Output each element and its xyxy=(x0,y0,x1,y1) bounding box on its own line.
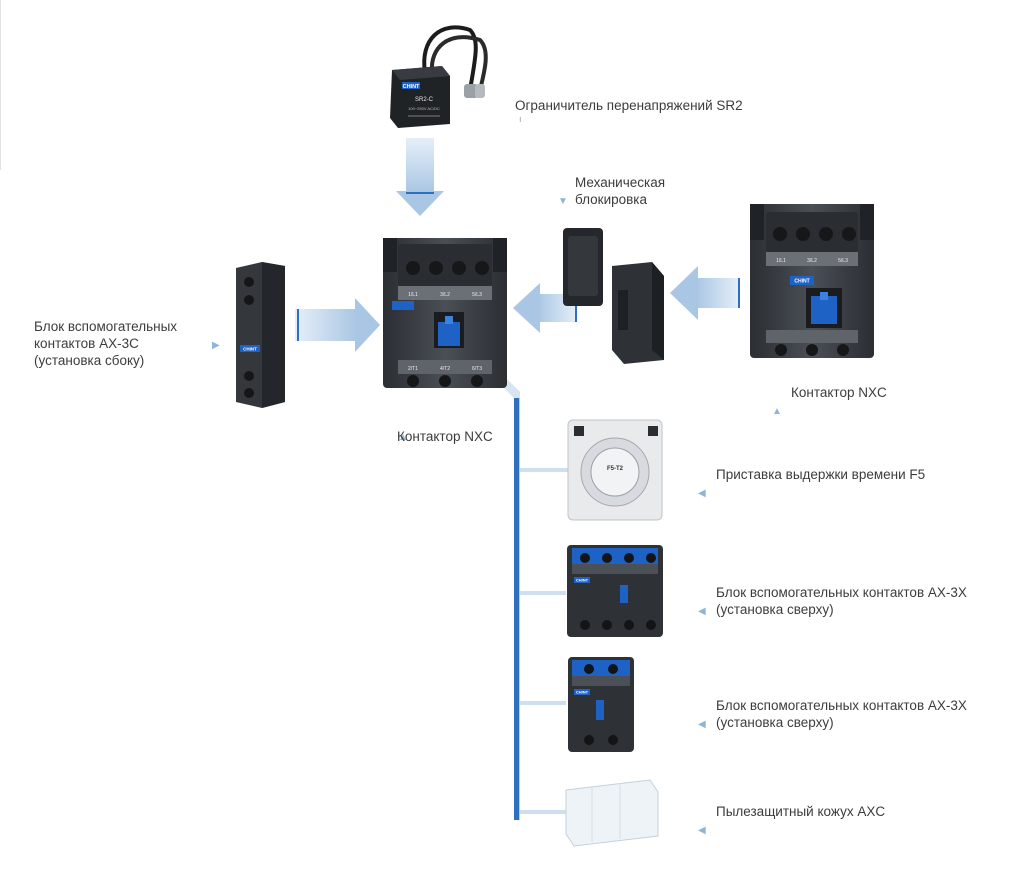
label-aux-top-block-1: Блок вспомогательных контактов AX-3X (ус… xyxy=(716,585,967,617)
label-contactor-center: Контактор NXC xyxy=(397,429,493,444)
center-terminal-3: 5/L3 xyxy=(472,292,482,298)
right-terminal-1: 1/L1 xyxy=(776,258,786,264)
label-dust-cover-marker xyxy=(698,803,706,839)
side-aux-block-device: CHINT xyxy=(236,262,285,408)
aux-2-brand: CHINT xyxy=(576,690,589,695)
label-aux-top-1-marker xyxy=(698,584,706,620)
label-marker-up-icon xyxy=(772,406,782,417)
sr2-model: SR2-C xyxy=(415,97,434,103)
arrow-right-side-block xyxy=(295,298,380,352)
label-time-delay: Приставка выдержки времени F5 xyxy=(716,467,926,482)
dust-cover-device xyxy=(565,779,659,847)
label-marker-down-icon xyxy=(558,196,568,207)
label-marker-left-icon xyxy=(698,825,706,836)
label-mechanical-interlock-group xyxy=(558,174,568,210)
right-terminal-2: 3/L2 xyxy=(807,258,817,264)
center-terminal-5: 4/T2 xyxy=(440,366,450,372)
aux-top-block-2-device: CHINT xyxy=(568,657,634,752)
side-block-brand: CHINT xyxy=(243,347,257,352)
right-contactor-brand: CHINT xyxy=(794,279,809,285)
label-aux-top-block-2: Блок вспомогательных контактов AX-3X (ус… xyxy=(716,698,967,730)
distribution-rail xyxy=(463,336,568,820)
sr2-spec: 100~250V AC/DC xyxy=(408,106,440,111)
center-terminal-4: 2/T1 xyxy=(408,366,418,372)
label-right-marker xyxy=(772,384,782,420)
arrow-left-right-contactor xyxy=(670,266,740,320)
timer-block-device: F5-T2 xyxy=(567,419,663,521)
center-terminal-6: 6/T3 xyxy=(472,366,482,372)
label-aux-side-marker xyxy=(212,318,220,354)
right-contactor-device: 1/L1 3/L2 5/L3 CHINT xyxy=(750,204,874,358)
center-contactor-device: 1/L1 3/L2 5/L3 2/T1 4/T2 6/T3 xyxy=(383,238,507,388)
label-surge-limiter-tail: ı xyxy=(519,114,522,124)
label-marker-up-icon xyxy=(398,432,408,443)
mechanical-interlock-device xyxy=(563,228,664,364)
label-marker-left-icon xyxy=(698,719,706,730)
label-surge-limiter: Ограничитель перенапряжений SR2 xyxy=(515,98,743,113)
surge-limiter-device: CHINT SR2-C 100~250V AC/DC xyxy=(390,25,488,128)
timer-model: F5-T2 xyxy=(607,466,624,472)
center-terminal-2: 3/L2 xyxy=(440,292,450,298)
label-marker-right-icon xyxy=(212,340,220,351)
label-center-marker xyxy=(398,410,408,446)
label-mechanical-interlock: Механическая блокировка xyxy=(575,175,666,207)
label-contactor-right: Контактор NXC xyxy=(791,385,887,400)
sr2-brand: CHINT xyxy=(403,84,420,90)
arrow-down-surge xyxy=(396,138,444,216)
left-edge-line xyxy=(0,0,1,170)
aux-top-block-1-device: CHINT xyxy=(567,545,663,637)
right-terminal-3: 5/L3 xyxy=(838,258,848,264)
center-terminal-1: 1/L1 xyxy=(408,292,418,298)
label-time-delay-marker xyxy=(698,466,706,502)
aux-1-brand: CHINT xyxy=(576,578,589,583)
label-marker-left-icon xyxy=(698,606,706,617)
label-dust-cover: Пылезащитный кожух AXC xyxy=(716,804,886,819)
label-marker-left-icon xyxy=(698,488,706,499)
label-aux-top-2-marker xyxy=(698,697,706,733)
label-aux-side-block: Блок вспомогательных контактов AX-3C (ус… xyxy=(34,319,178,368)
